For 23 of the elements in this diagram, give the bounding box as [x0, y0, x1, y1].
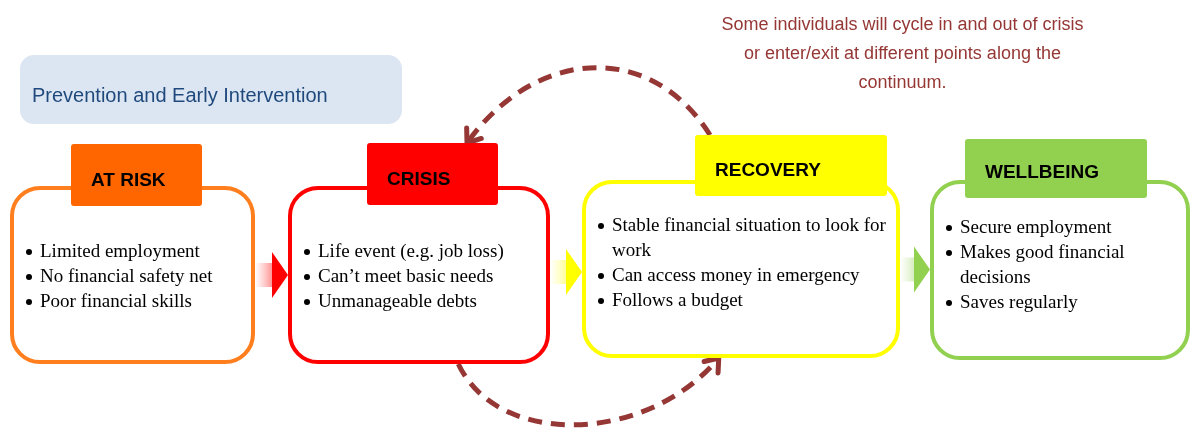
bullet-item: Can access money in emergency [598, 262, 888, 287]
bullet-item: Can’t meet basic needs [304, 263, 538, 288]
bullet-item: No financial safety net [26, 263, 243, 288]
bullet-item: Poor financial skills [26, 288, 243, 313]
bullet-item: Stable financial situation to look for work [598, 212, 888, 262]
stage-heading-tab: RECOVERY [695, 135, 887, 196]
note-text: Some individuals will cycle in and out of crisis or enter/exit at different points along the continuum. [720, 13, 1085, 94]
bullet-item: Saves regularly [946, 289, 1178, 314]
block-arrow [255, 252, 288, 298]
bullet-item: Makes good financial decisions [946, 239, 1178, 289]
block-arrow [550, 249, 582, 295]
bullet-item: Limited employment [26, 238, 243, 263]
stage-heading-tab: CRISIS [367, 143, 498, 205]
bullet-item: Life event (e.g. job loss) [304, 238, 538, 263]
bullet-item: Unmanageable debts [304, 288, 538, 313]
dashed-curved-arrow [464, 65, 712, 146]
stage-heading-tab: WELLBEING [965, 139, 1147, 198]
stage-heading-tab: AT RISK [71, 144, 202, 206]
block-arrow [900, 246, 930, 293]
bullet-item: Follows a budget [598, 287, 888, 312]
bullet-item: Secure employment [946, 214, 1178, 239]
dashed-curved-arrow [456, 355, 722, 428]
section-banner: Prevention and Early Intervention [20, 55, 402, 124]
